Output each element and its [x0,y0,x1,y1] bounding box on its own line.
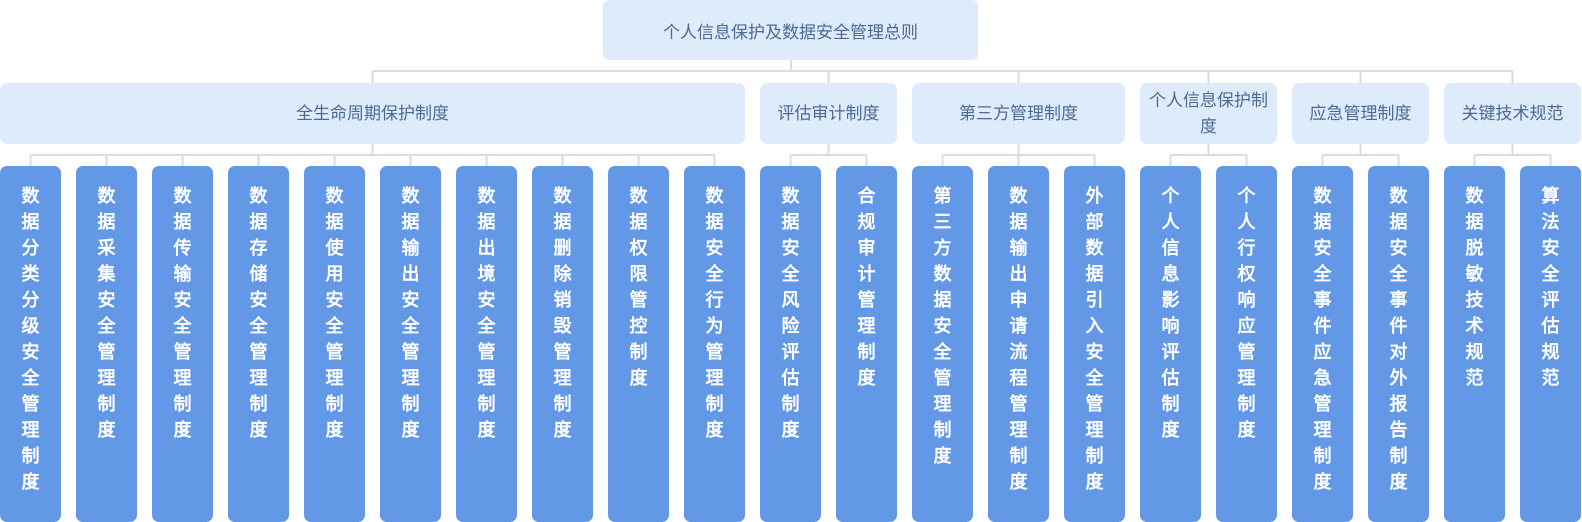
category-key-tech: 关键技术规范 [1444,83,1581,144]
leaf-node: 数据删除销毁管理制度 [532,166,593,522]
category-emergency: 应急管理制度 [1292,83,1429,144]
leaf-node: 数据传输安全管理制度 [152,166,213,522]
category-assessment-audit: 评估审计制度 [760,83,897,144]
leaf-node: 个人信息影响评估制度 [1140,166,1201,522]
leaf-node: 数据安全风险评估制度 [760,166,821,522]
leaf-node: 外部数据引入安全管理制度 [1064,166,1125,522]
leaf-node: 数据输出申请流程管理制度 [988,166,1049,522]
leaf-node: 数据存储安全管理制度 [228,166,289,522]
leaf-node: 算法安全评估规范 [1520,166,1581,522]
leaf-node: 数据使用安全管理制度 [304,166,365,522]
leaf-node: 数据安全事件对外报告制度 [1368,166,1429,522]
root-node: 个人信息保护及数据安全管理总则 [603,0,978,60]
leaf-node: 数据脱敏技术规范 [1444,166,1505,522]
leaf-node: 数据安全事件应急管理制度 [1292,166,1353,522]
leaf-node: 数据权限管控制度 [608,166,669,522]
leaf-node: 数据出境安全管理制度 [456,166,517,522]
category-personal-info: 个人信息保护制度 [1140,83,1277,144]
category-lifecycle-protection: 全生命周期保护制度 [0,83,745,144]
category-third-party: 第三方管理制度 [912,83,1125,144]
leaf-node: 第三方数据安全管理制度 [912,166,973,522]
leaf-node: 数据输出安全管理制度 [380,166,441,522]
leaf-node: 数据采集安全管理制度 [76,166,137,522]
leaf-node: 数据分类分级安全管理制度 [0,166,61,522]
leaf-node: 个人行权响应管理制度 [1216,166,1277,522]
leaf-node: 数据安全行为管理制度 [684,166,745,522]
leaf-node: 合规审计管理制度 [836,166,897,522]
